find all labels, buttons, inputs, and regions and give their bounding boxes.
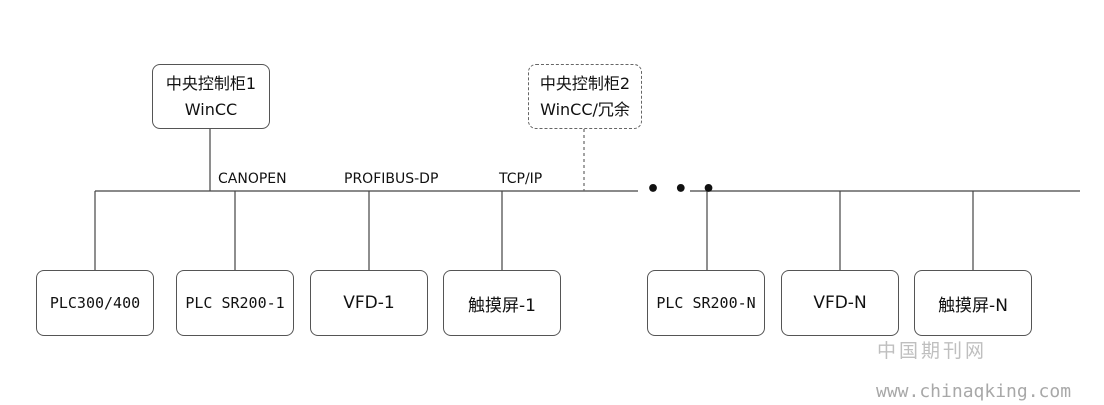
- device-label: PLC SR200-N: [656, 294, 756, 312]
- watermark-url: www.chinaqking.com: [876, 381, 1072, 402]
- device-label: 触摸屏-1: [468, 295, 536, 316]
- device-label: VFD-1: [343, 293, 395, 313]
- device-vfd-1: VFD-1: [310, 270, 428, 336]
- device-label: VFD-N: [813, 293, 867, 313]
- device-plc-sr200-n: PLC SR200-N: [647, 270, 765, 336]
- bus-ellipsis: • • •: [646, 177, 719, 202]
- controller-1-box: 中央控制柜1 WinCC: [152, 64, 270, 129]
- protocol-label-profibus: PROFIBUS-DP: [344, 171, 439, 187]
- device-touchscreen-1: 触摸屏-1: [443, 270, 561, 336]
- device-plc300-400: PLC300/400: [36, 270, 154, 336]
- device-touchscreen-n: 触摸屏-N: [914, 270, 1032, 336]
- controller-1-software: WinCC: [184, 99, 238, 119]
- protocol-label-canopen: CANOPEN: [218, 171, 287, 187]
- device-label: 触摸屏-N: [938, 295, 1008, 316]
- device-plc-sr200-1: PLC SR200-1: [176, 270, 294, 336]
- device-label: PLC SR200-1: [185, 294, 285, 312]
- watermark-cn: 中国期刊网: [877, 340, 988, 362]
- device-vfd-n: VFD-N: [781, 270, 899, 336]
- controller-2-box: 中央控制柜2 WinCC/冗余: [528, 64, 642, 129]
- controller-2-name: 中央控制柜2: [539, 73, 631, 93]
- protocol-label-tcpip: TCP/IP: [499, 171, 543, 187]
- device-label: PLC300/400: [49, 294, 141, 312]
- controller-1-name: 中央控制柜1: [165, 73, 257, 93]
- controller-2-software: WinCC/冗余: [540, 99, 630, 119]
